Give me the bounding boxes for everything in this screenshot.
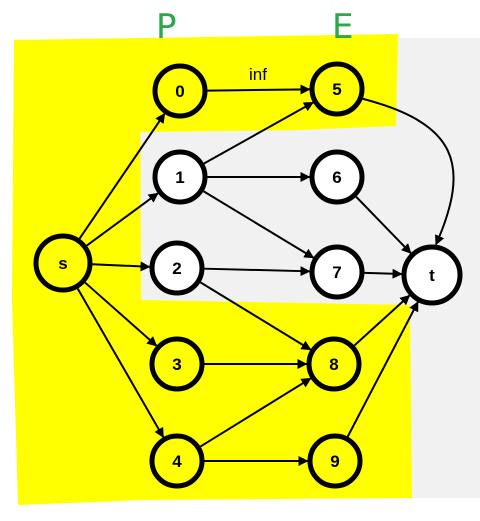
node-7-circle [309, 244, 365, 300]
edge-s-n3 [84, 281, 158, 347]
edge-n5-t [362, 97, 455, 246]
node-7-label: 7 [332, 263, 341, 282]
node-4-label: 4 [172, 452, 182, 471]
node-1: 1 [152, 149, 208, 205]
edge-n6-t [355, 196, 412, 254]
node-0: 0 [152, 63, 208, 119]
edge-n9-t [346, 301, 419, 438]
node-t: t [401, 244, 463, 306]
edge-n1-n5 [203, 101, 314, 165]
edges [76, 84, 455, 466]
edge-s-n2 [92, 261, 151, 272]
edge-s-n1 [86, 192, 159, 247]
annotation-letter-e: E [332, 7, 353, 47]
node-9-label: 9 [330, 452, 339, 471]
node-s: s [33, 233, 93, 293]
node-7: 7 [309, 244, 365, 300]
node-s-circle [33, 233, 93, 293]
node-3-label: 3 [172, 355, 181, 374]
edge-label-n0-n5: inf [249, 65, 267, 84]
node-2: 2 [149, 240, 205, 296]
edge-s-n4 [76, 288, 165, 439]
edge-n4-n8 [199, 377, 312, 448]
node-6-circle [309, 149, 365, 205]
node-0-label: 0 [175, 82, 184, 101]
edge-n8-t [353, 294, 411, 347]
node-8: 8 [306, 336, 362, 392]
node-9-circle [307, 433, 363, 489]
node-6-label: 6 [332, 168, 341, 187]
node-9: 9 [307, 433, 363, 489]
annotation-letter-p: P [156, 7, 177, 47]
node-4-circle [149, 433, 205, 489]
node-t-circle [401, 244, 463, 306]
node-t-label: t [429, 266, 435, 285]
node-8-circle [306, 336, 362, 392]
edge-n2-n8 [199, 281, 312, 351]
node-6: 6 [309, 149, 365, 205]
node-5-label: 5 [332, 80, 341, 99]
node-1-circle [152, 149, 208, 205]
node-8-label: 8 [329, 355, 338, 374]
edge-labels: inf [249, 65, 267, 84]
node-1-label: 1 [175, 168, 184, 187]
node-2-circle [149, 240, 205, 296]
edge-n1-n7 [203, 190, 315, 259]
edge-n7-t [364, 268, 403, 279]
node-0-circle [152, 63, 208, 119]
node-3-circle [149, 336, 205, 392]
node-4: 4 [149, 433, 205, 489]
node-2-label: 2 [172, 259, 181, 278]
edge-n2-n7 [204, 266, 311, 277]
node-s-label: s [58, 254, 67, 273]
edge-s-n0 [78, 112, 166, 240]
node-5-circle [309, 61, 365, 117]
edge-n0-n5 [207, 84, 311, 95]
node-5: 5 [309, 61, 365, 117]
nodes: s 0 1 2 3 4 5 [33, 61, 463, 489]
node-3: 3 [149, 336, 205, 392]
